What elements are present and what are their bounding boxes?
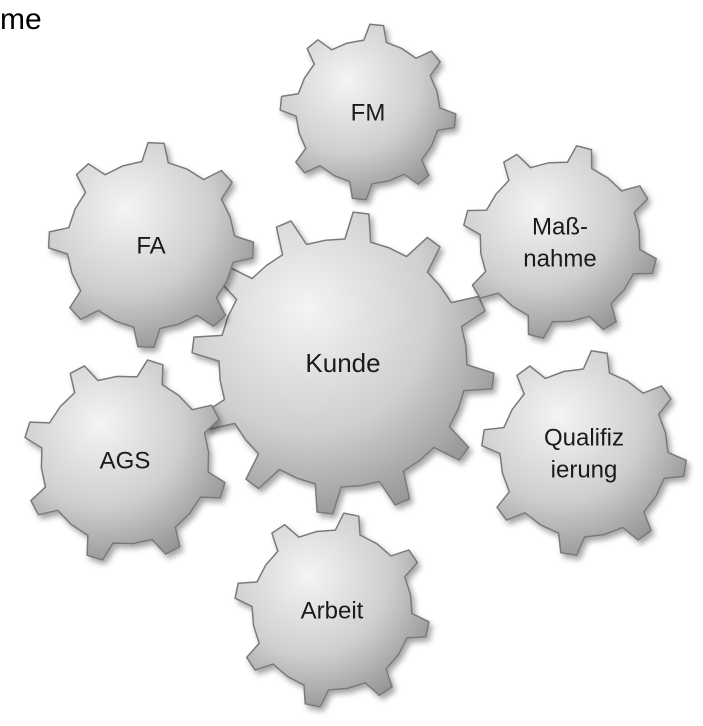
gear-fm-label: FM bbox=[351, 99, 386, 126]
gear-kunde: Kunde bbox=[191, 211, 495, 515]
gear-arbeit-shape bbox=[234, 512, 430, 708]
gear-qualifizierung: Qualifiz ierung bbox=[481, 350, 687, 556]
gear-ags-shape bbox=[24, 359, 226, 561]
gear-fa-label: FA bbox=[136, 232, 165, 259]
gear-ags-label: AGS bbox=[100, 447, 151, 474]
gear-fa-shape bbox=[47, 141, 255, 349]
gear-kunde-label: Kunde bbox=[305, 348, 380, 378]
gear-arbeit: Arbeit bbox=[234, 512, 430, 708]
gear-kunde-shape bbox=[191, 211, 495, 515]
gear-massnahme-shape bbox=[463, 145, 657, 339]
page-title-fragment: me bbox=[0, 3, 42, 36]
gear-massnahme-label: Maß- bbox=[532, 213, 588, 240]
gear-qualifizierung-label: ierung bbox=[551, 456, 618, 483]
gear-fm-shape bbox=[279, 23, 457, 201]
gear-massnahme: Maß-nahme bbox=[463, 145, 657, 339]
gear-fa: FA bbox=[47, 141, 255, 349]
gear-fm: FM bbox=[279, 23, 457, 201]
gear-arbeit-label: Arbeit bbox=[301, 597, 364, 624]
gear-ags: AGS bbox=[24, 359, 226, 561]
gear-qualifizierung-label: Qualifiz bbox=[544, 424, 624, 451]
gear-qualifizierung-shape bbox=[481, 350, 687, 556]
gear-massnahme-label: nahme bbox=[523, 245, 596, 272]
